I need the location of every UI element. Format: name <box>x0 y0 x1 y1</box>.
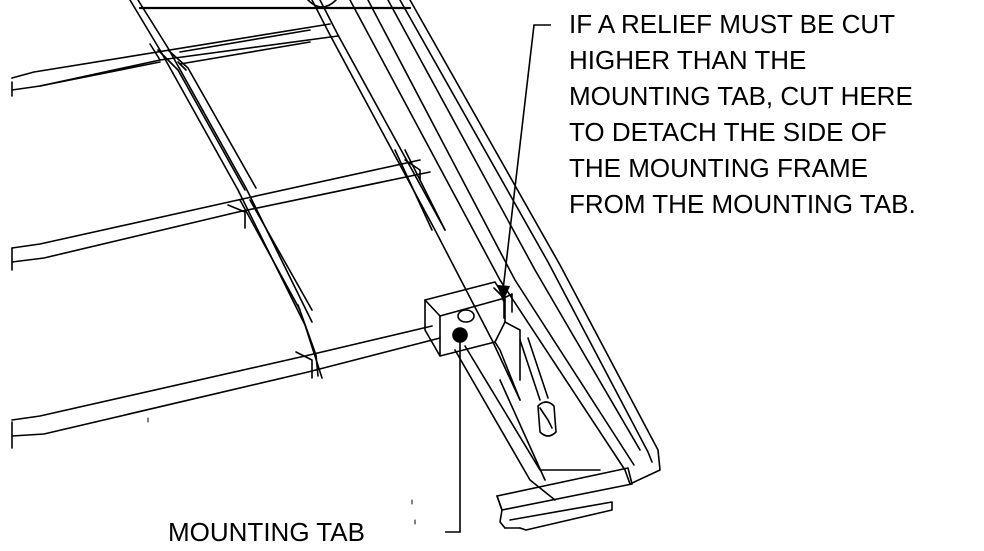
cut-relief-notch <box>493 287 513 319</box>
frame-crossbar-upper <box>11 29 311 97</box>
callout-line: THE MOUNTING FRAME <box>569 153 868 183</box>
mounting-tab-leader <box>445 327 468 533</box>
callout-line: FROM THE MOUNTING TAB. <box>569 189 916 219</box>
frame-crossbar-lower <box>11 325 441 449</box>
cut-instruction-callout: IF A RELIEF MUST BE CUT HIGHER THAN THE … <box>569 6 979 222</box>
frame-grid-vertical <box>157 49 446 311</box>
frame-lower-rail <box>454 337 601 501</box>
callout-line: HIGHER THAN THE <box>569 45 807 75</box>
mounting-tab-block <box>424 281 521 401</box>
callout-line: MOUNTING TAB, CUT HERE <box>569 81 913 111</box>
guide-marks <box>147 417 416 525</box>
cut-note-leader <box>497 24 551 302</box>
frame-crossbar-middle <box>11 159 431 271</box>
frame-outer-rail <box>349 0 661 485</box>
callout-line: IF A RELIEF MUST BE CUT <box>569 9 896 39</box>
frame-top-edge <box>138 0 412 10</box>
frame-end-foot <box>496 467 633 531</box>
mounting-tab-label: MOUNTING TAB <box>168 517 365 547</box>
frame-crossbar-top <box>11 23 339 91</box>
callout-line: TO DETACH THE SIDE OF <box>569 117 887 147</box>
